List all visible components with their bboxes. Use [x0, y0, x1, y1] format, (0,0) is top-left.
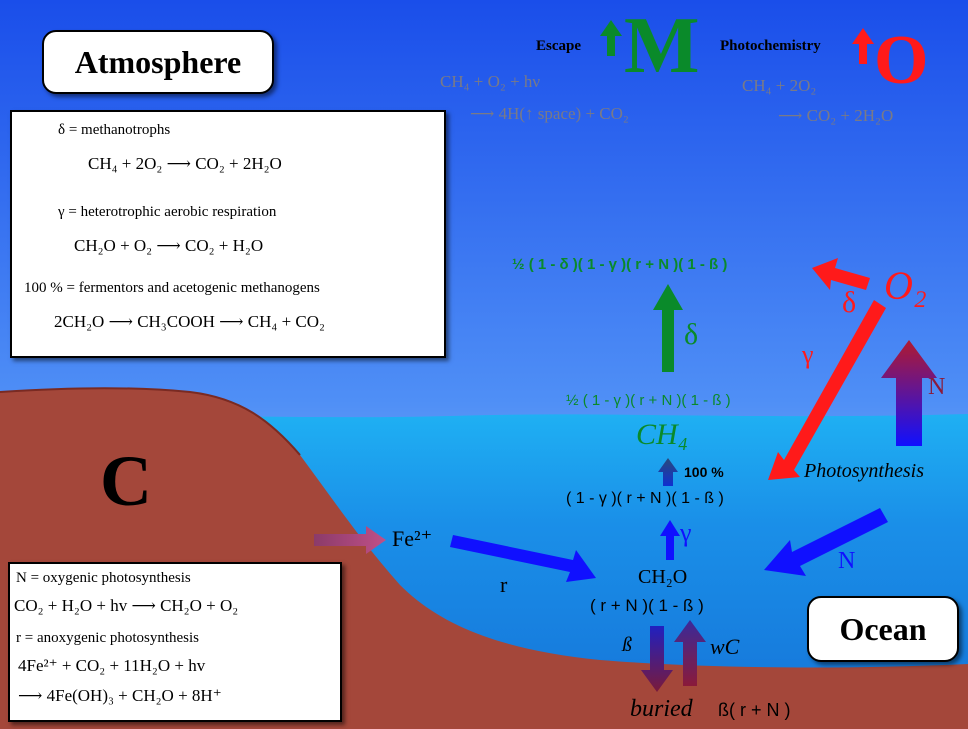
ocean-methane-flux: ½ ( 1 - γ )( r + N )( 1 - ß )	[566, 392, 731, 409]
wc-weathering-arrow	[674, 620, 706, 686]
fe-input-arrow	[314, 526, 386, 554]
escape-up-arrow	[600, 20, 622, 56]
photosynthesis-label: Photosynthesis	[804, 460, 924, 482]
ch2o-flux: ( r + N )( 1 - ß )	[590, 596, 704, 615]
n-right-label: N	[928, 374, 946, 400]
atmosphere-reactions-panel: δ = methanotrophs CH₄ + 2O₂ ⟶ CO₂ + 2H₂O…	[10, 110, 446, 358]
ch2o-label: CH₂O	[638, 566, 688, 588]
oxygen-o-label: O	[874, 22, 929, 99]
atm-flux-expression: ( 1 - δ )( 1 - γ )( r + N )( 1 - ß )	[528, 256, 728, 273]
fermentation-flux: ( 1 - γ )( r + N )( 1 - ß )	[566, 490, 724, 507]
photochemistry-up-arrow	[852, 28, 874, 64]
ocean-flux-fraction: ½	[566, 392, 579, 409]
fermentor-equation: 2CH₂O ⟶ CH₃COOH ⟶ CH₄ + CO₂	[54, 312, 325, 331]
methane-label: CH₄	[636, 418, 689, 451]
beta-burial-arrow	[641, 626, 673, 692]
r-equation-line2: ⟶ 4Fe(OH)₃ + CH₂O + 8H⁺	[18, 686, 222, 705]
delta-green-label: δ	[684, 318, 699, 351]
gamma-blue-arrow	[660, 520, 680, 560]
buried-label: buried	[630, 696, 693, 722]
ocean-flux-expression: ( 1 - γ )( r + N )( 1 - ß )	[582, 392, 731, 409]
ocean-text: Ocean	[839, 610, 927, 647]
delta-green-arrow	[653, 284, 683, 372]
buried-flux: ß( r + N )	[718, 700, 791, 720]
r-label: r	[500, 572, 508, 597]
atmospheric-methane-flux: ½ ( 1 - δ )( 1 - γ )( r + N )( 1 - ß )	[512, 256, 727, 273]
n-ocean-arrow	[764, 508, 888, 576]
photochem-eq-line1: CH₄ + 2O₂	[742, 76, 817, 95]
escape-label: Escape	[536, 38, 581, 54]
r-equation-line1: 4Fe²⁺ + CO₂ + 11H₂O + hv	[18, 656, 206, 675]
gamma-red-arrow	[768, 300, 886, 480]
iron-label: Fe²⁺	[392, 526, 433, 551]
photosynthesis-reactions-panel: N = oxygenic photosynthesis CO₂ + H₂O + …	[8, 562, 342, 722]
delta-red-arrow	[812, 258, 870, 290]
gamma-equation: CH₂O + O₂ ⟶ CO₂ + H₂O	[74, 236, 264, 255]
escape-eq-line1: CH₄ + O₂ + hν	[440, 72, 541, 91]
r-definition: r = anoxygenic photosynthesis	[16, 630, 200, 646]
delta-definition: δ = methanotrophs	[58, 122, 171, 138]
gamma-blue-label: γ	[680, 518, 692, 547]
fermentor-definition: 100 % = fermentors and acetogenic methan…	[24, 280, 320, 296]
escape-eq-line2: ⟶ 4H(↑ space) + CO₂	[470, 104, 629, 123]
methane-m-label: M	[624, 2, 700, 90]
n-bottom-label: N	[838, 548, 856, 574]
n-definition: N = oxygenic photosynthesis	[16, 570, 191, 586]
hundred-percent-label: 100 %	[684, 464, 724, 480]
land-outline	[0, 387, 301, 456]
delta-equation: CH₄ + 2O₂ ⟶ CO₂ + 2H₂O	[88, 154, 282, 173]
atmosphere-text: Atmosphere	[74, 43, 242, 80]
carbon-label: C	[100, 441, 152, 521]
wc-label: wC	[710, 634, 740, 659]
o2-label: O₂	[884, 263, 927, 308]
gamma-red-label: γ	[802, 340, 814, 369]
beta-label: ß	[622, 634, 632, 656]
fermentation-up-arrow	[658, 458, 678, 486]
n-photosynthesis-arrow	[881, 340, 937, 446]
r-arrow	[450, 535, 596, 582]
photochemistry-label: Photochemistry	[720, 38, 821, 54]
photochem-eq-line2: ⟶ CO₂ + 2H₂O	[778, 106, 894, 125]
atmosphere-label: Atmosphere	[42, 30, 274, 94]
n-equation: CO₂ + H₂O + hv ⟶ CH₂O + O₂	[14, 596, 239, 615]
gamma-definition: γ = heterotrophic aerobic respiration	[58, 204, 277, 220]
atm-flux-fraction: ½	[512, 256, 525, 273]
ocean-label: Ocean	[807, 596, 959, 662]
delta-red-label: δ	[842, 286, 857, 319]
